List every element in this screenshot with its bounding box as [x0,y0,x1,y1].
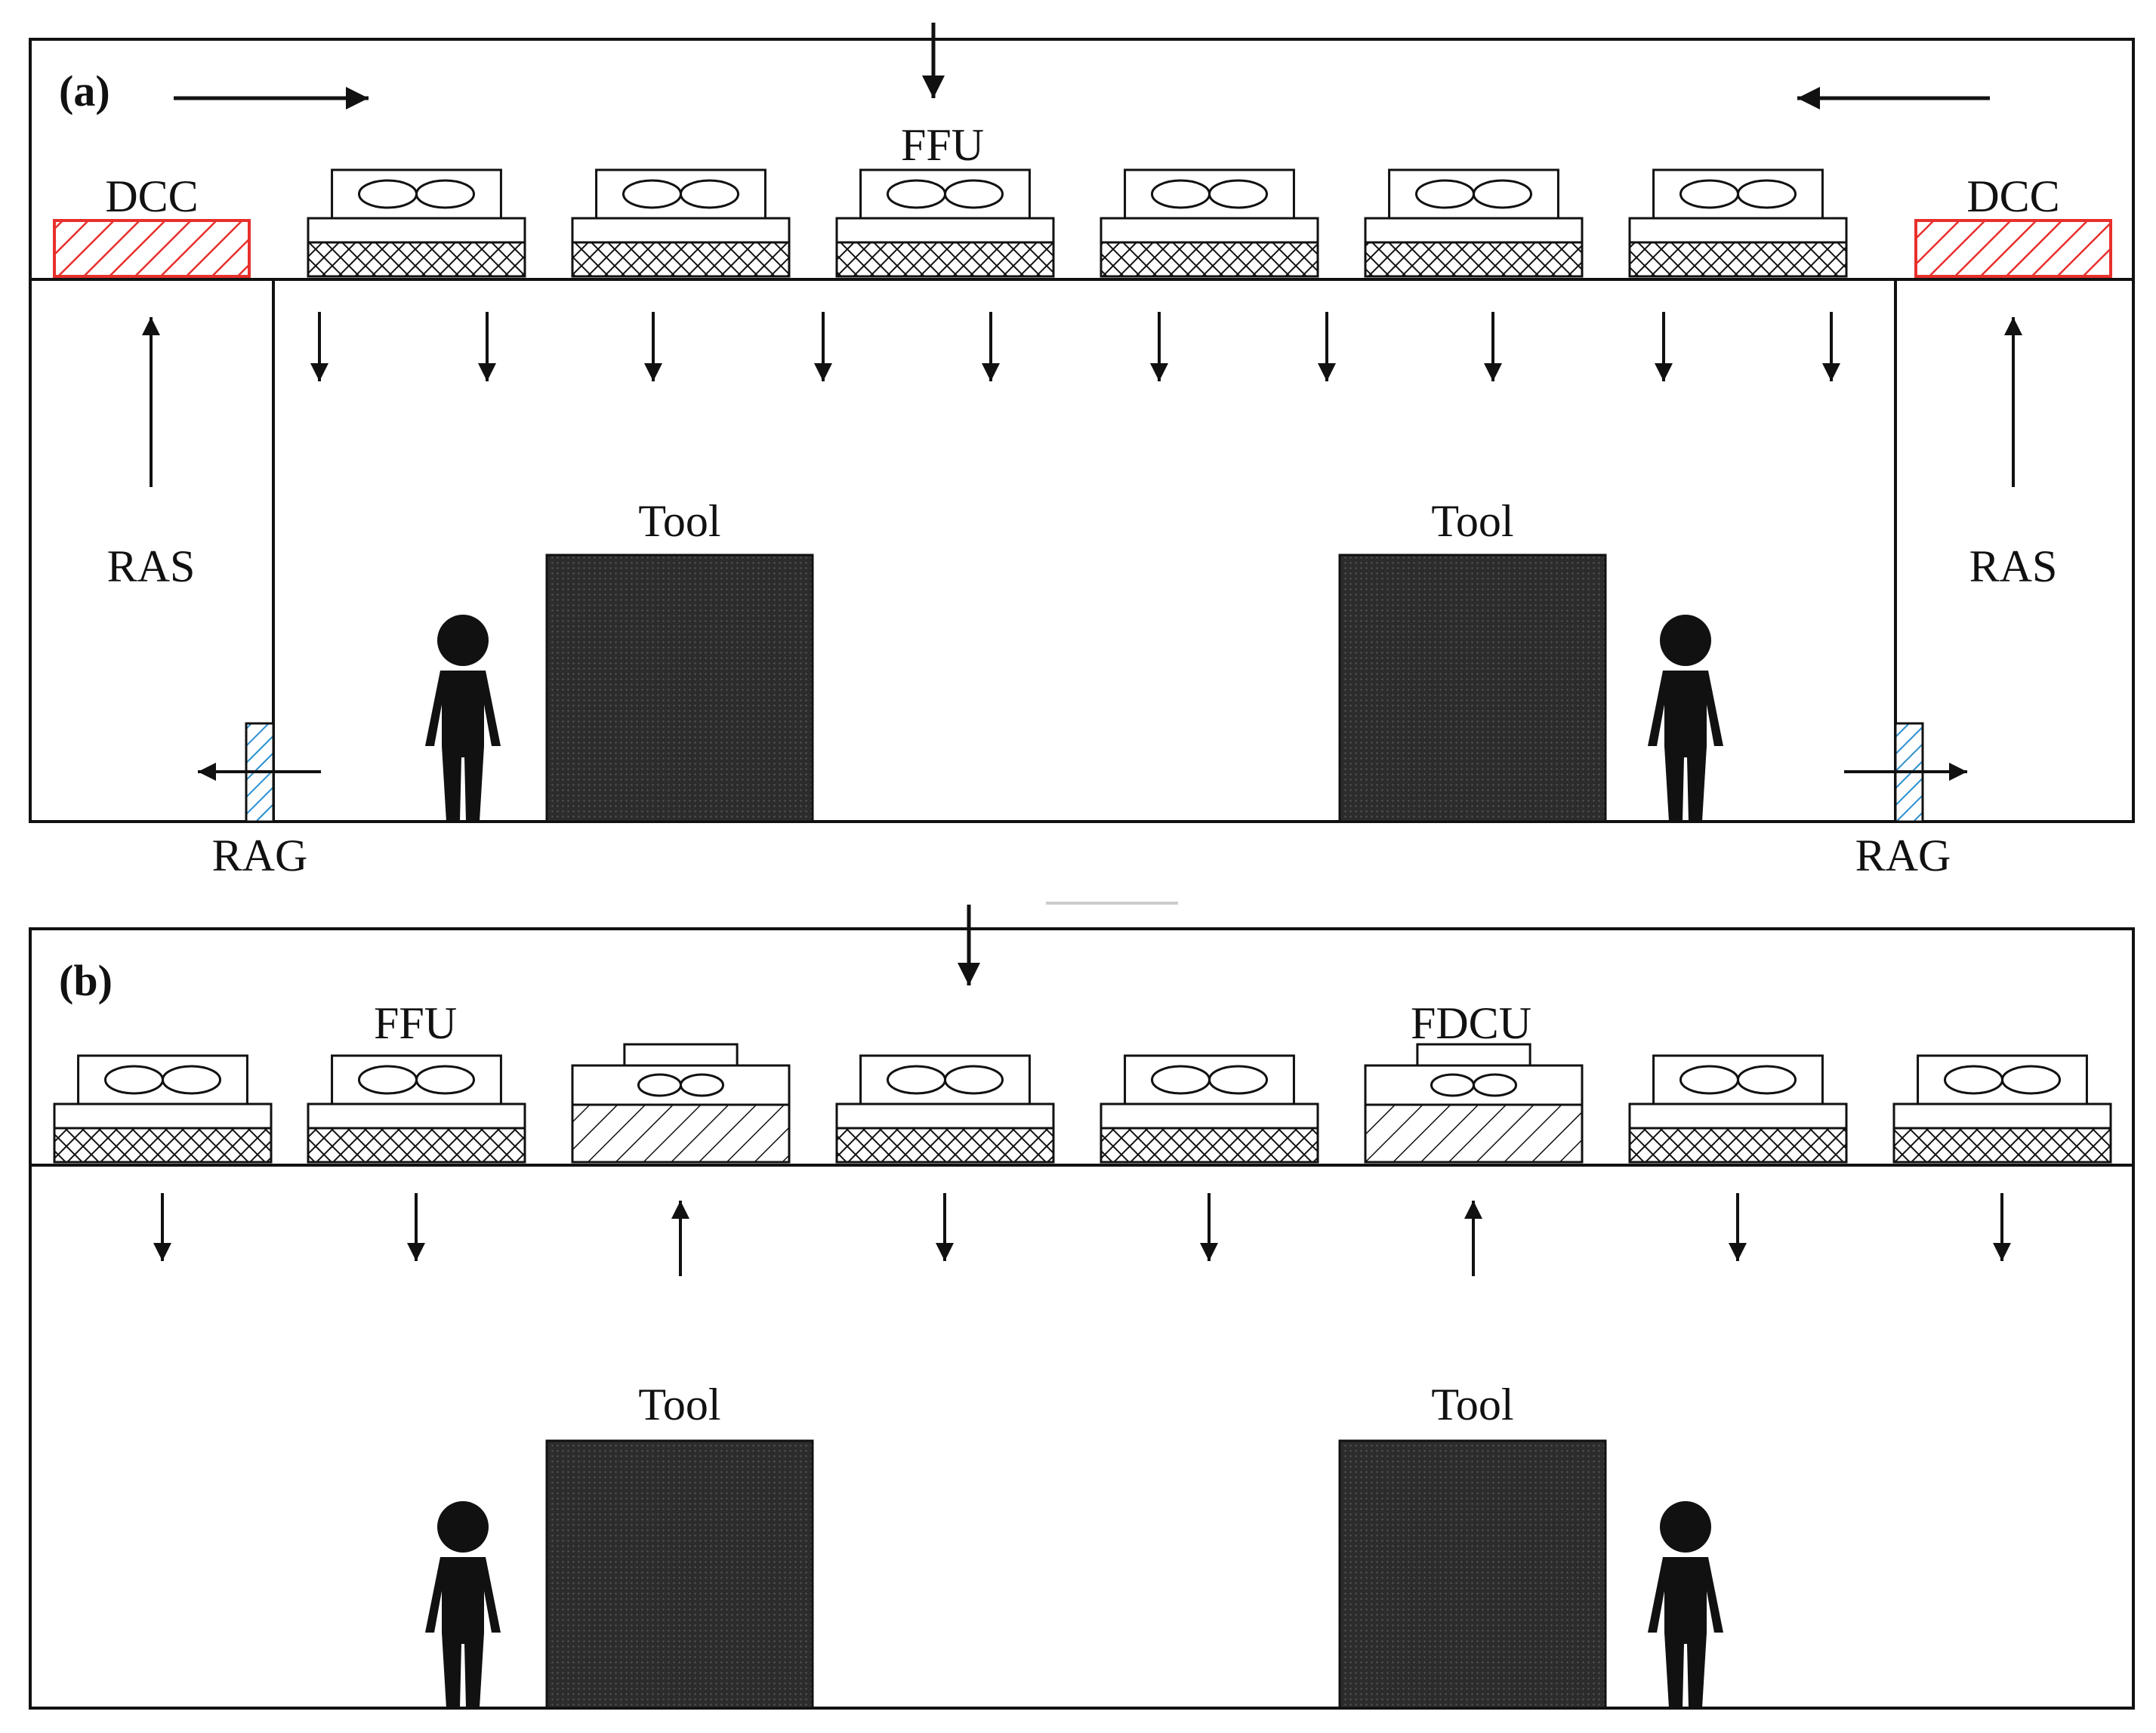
fan-icon [1737,1065,1797,1095]
ffu-filter [835,1127,1055,1164]
ffu-unit [1628,168,1848,278]
fan-icon [1473,179,1532,209]
ffu-unit [1892,1054,2112,1164]
fan-icon [1208,1065,1268,1095]
fan-icon [680,1073,724,1097]
person-right-b [1648,1501,1723,1708]
ffu-plenum [307,217,526,244]
panel-b-label: (b) [59,956,113,1005]
person-head [1660,1501,1711,1553]
ffu-plenum [1628,1102,1848,1130]
ffu-unit [307,168,526,278]
fan-icon [1208,179,1268,209]
dcc-coil-right [1914,219,2112,278]
tool-right-b [1338,1439,1607,1710]
fdcu-coil [571,1103,791,1164]
ffu-plenum [1892,1102,2112,1130]
fan-icon [1737,179,1797,209]
fan-icon [944,179,1004,209]
ffu-plenum [1364,217,1584,244]
rag-label-right: RAG [1855,831,1951,880]
ffu-plenum [307,1102,526,1130]
person-body [425,671,501,822]
ffu-filter [1628,241,1848,278]
flow-arrows-b [153,1193,2011,1276]
ras-label-left: RAS [107,541,196,591]
dcc-label-left: DCC [105,171,198,221]
fan-icon [2001,1065,2061,1095]
ffu-plenum [835,1102,1055,1130]
fan-icon [415,1065,475,1095]
fan-icon [680,179,739,209]
ffu-filter [571,241,791,278]
person-right-a [1648,615,1723,822]
fdcu-unit [571,1043,791,1164]
fdcu-top [1416,1043,1531,1067]
ffu-filter [1100,241,1319,278]
ffu-plenum [53,1102,273,1130]
fdcu-unit [1364,1043,1584,1164]
person-left-a [425,615,501,822]
person-head [1660,615,1711,666]
fdcu-coil [1364,1103,1584,1164]
panel-b-frame [29,927,2135,1710]
fdcu-top [623,1043,739,1067]
panel-a: (a) DCC DCC FFU RAS RAS RAG RAG [29,23,2135,880]
panel-b: (b) FFU FDCU Tool Tool [29,905,2135,1710]
dcc-coil-left [53,219,251,278]
fan-icon [162,1065,221,1095]
fan-icon [944,1065,1004,1095]
ffu-label-b: FFU [374,998,457,1048]
ffu-unit [307,1054,526,1164]
ffu-unit [835,1054,1055,1164]
ffu-filter [307,1127,526,1164]
panel-a-frame [29,38,2135,823]
ffu-filter [1892,1127,2112,1164]
ffu-label-a: FFU [901,120,984,170]
person-body [1648,1557,1723,1708]
person-body [425,1557,501,1708]
ffu-filter [1100,1127,1319,1164]
ffu-unit [1628,1054,1848,1164]
ras-label-right: RAS [1969,541,2058,591]
units-row-b [53,1043,2112,1164]
person-body [1648,671,1723,822]
ffu-filter [1364,241,1584,278]
fan-icon [1473,1073,1517,1097]
dcc-label-right: DCC [1966,171,2059,221]
rag-label-left: RAG [212,831,308,880]
person-head [437,1501,489,1553]
ffu-plenum [1628,217,1848,244]
downflow-arrows-a [310,312,1840,381]
ffu-unit [1100,168,1319,278]
ffu-unit [1100,1054,1319,1164]
tool-label-left-b: Tool [638,1380,720,1429]
ffu-plenum [835,217,1055,244]
ffu-unit [571,168,791,278]
fdcu-label-b: FDCU [1411,998,1531,1048]
person-head [437,615,489,666]
ffu-plenum [1100,217,1319,244]
ffu-filter [835,241,1055,278]
tool-right-a [1338,554,1607,823]
ffu-plenum [1100,1102,1319,1130]
ffu-row-a [307,168,1848,278]
tool-left-b [545,1439,814,1710]
ffu-unit [1364,168,1584,278]
ffu-unit [53,1054,273,1164]
tool-label-right-a: Tool [1431,496,1513,546]
ffu-unit [835,168,1055,278]
fan-icon [415,179,475,209]
tool-label-right-b: Tool [1431,1380,1513,1429]
ffu-filter [1628,1127,1848,1164]
tool-label-left-a: Tool [638,496,720,546]
ffu-filter [307,241,526,278]
panel-a-label: (a) [59,66,110,116]
ffu-plenum [571,217,791,244]
ffu-filter [53,1127,273,1164]
person-left-b [425,1501,501,1708]
tool-left-a [545,554,814,823]
